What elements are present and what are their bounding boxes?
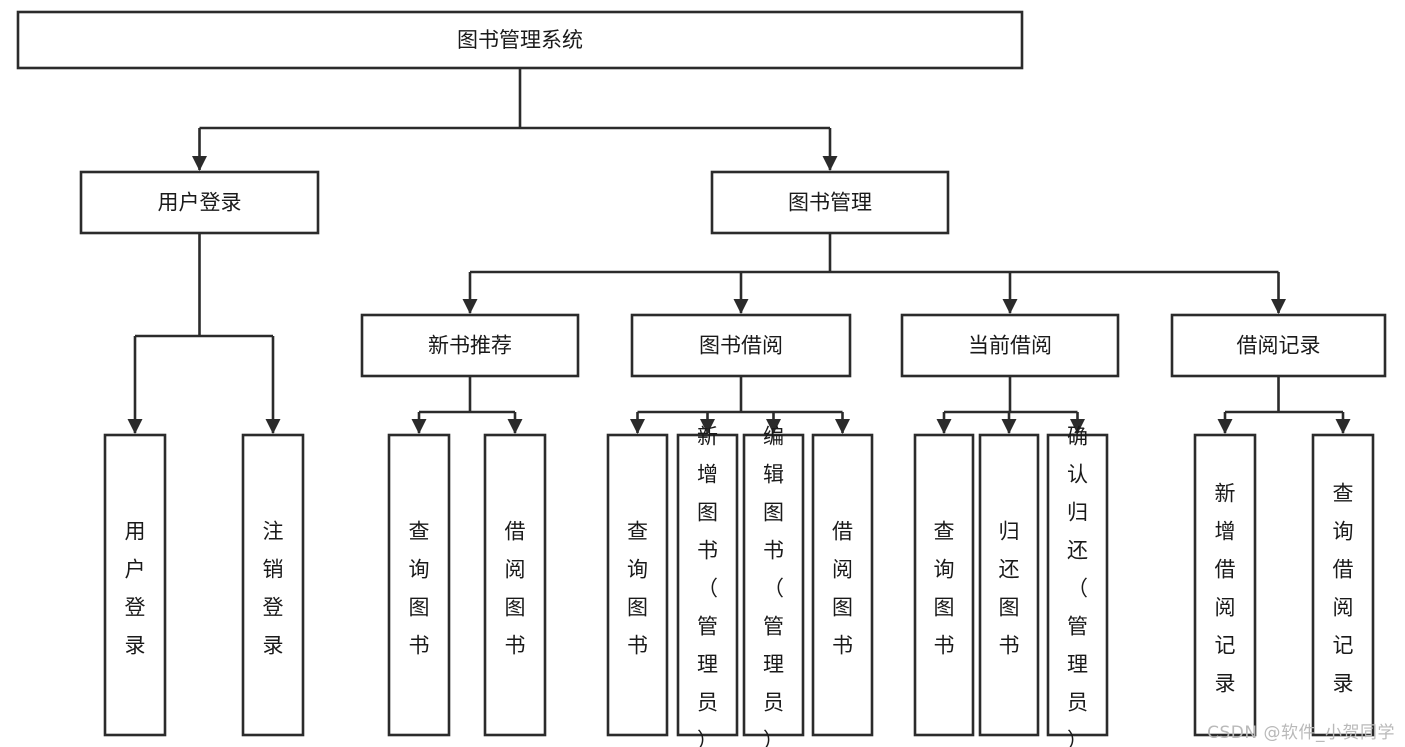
level3-node-1[interactable]: 图书借阅: [630, 313, 852, 378]
arrow-head-icon: [411, 419, 427, 434]
leaf-node-9-box: [978, 433, 1040, 737]
arrow-head-icon: [835, 419, 850, 434]
arrow-head-icon: [507, 419, 523, 434]
leaf-node-6[interactable]: 编辑图书（管理员）: [742, 425, 805, 747]
arrow-head-icon: [1271, 299, 1286, 314]
leaf-node-7[interactable]: 借阅图书: [811, 433, 874, 737]
leaf-node-2-label: 查询图书: [409, 520, 430, 658]
level3-node-2-label: 当前借阅: [968, 334, 1052, 358]
leaf-node-5-box: [676, 433, 739, 737]
leaf-node-1[interactable]: 注销登录: [241, 433, 305, 737]
level3-node-3[interactable]: 借阅记录: [1170, 313, 1387, 378]
arrow-head-icon: [733, 299, 749, 314]
leaf-node-7-label: 借阅图书: [832, 520, 853, 658]
leaf-node-11-label: 新增借阅记录: [1215, 482, 1236, 696]
root-node-box: [16, 10, 1024, 70]
level3-node-3-label: 借阅记录: [1237, 334, 1321, 358]
leaf-node-7-box: [811, 433, 874, 737]
arrow-head-icon: [1002, 299, 1018, 314]
arrow-head-icon: [192, 156, 207, 171]
leaf-node-0-label: 用户登录: [125, 520, 146, 658]
connectors-layer: [127, 68, 1351, 434]
leaf-node-4[interactable]: 查询图书: [606, 433, 669, 737]
leaf-node-3[interactable]: 借阅图书: [483, 433, 547, 737]
leaf-node-4-box: [606, 433, 669, 737]
root-node-label: 图书管理系统: [457, 28, 583, 52]
level2-node-0[interactable]: 用户登录: [79, 170, 320, 235]
leaf-node-10[interactable]: 确认归还（管理员）: [1046, 425, 1109, 747]
leaf-node-3-box: [483, 433, 547, 737]
level3-node-3-box: [1170, 313, 1387, 378]
leaf-node-8[interactable]: 查询图书: [913, 433, 975, 737]
level3-node-2[interactable]: 当前借阅: [900, 313, 1120, 378]
root-node[interactable]: 图书管理系统: [16, 10, 1024, 70]
leaf-node-5[interactable]: 新增图书（管理员）: [676, 425, 739, 747]
nodes-layer: 图书管理系统用户登录图书管理新书推荐图书借阅当前借阅借阅记录用户登录注销登录查询…: [16, 10, 1387, 747]
leaf-node-9[interactable]: 归还图书: [978, 433, 1040, 737]
leaf-node-0[interactable]: 用户登录: [103, 433, 167, 737]
arrow-head-icon: [127, 419, 143, 434]
level2-node-1-box: [710, 170, 950, 235]
leaf-node-12-box: [1311, 433, 1375, 737]
leaf-node-11[interactable]: 新增借阅记录: [1193, 433, 1257, 737]
leaf-node-2-box: [387, 433, 451, 737]
level2-node-1[interactable]: 图书管理: [710, 170, 950, 235]
leaf-node-1-label: 注销登录: [263, 520, 284, 658]
arrow-head-icon: [766, 419, 781, 434]
level3-node-0[interactable]: 新书推荐: [360, 313, 580, 378]
leaf-node-6-box: [742, 433, 805, 737]
leaf-node-12[interactable]: 查询借阅记录: [1311, 433, 1375, 737]
level2-node-0-box: [79, 170, 320, 235]
leaf-node-10-box: [1046, 433, 1109, 737]
leaf-node-0-box: [103, 433, 167, 737]
leaf-node-1-box: [241, 433, 305, 737]
leaf-node-11-box: [1193, 433, 1257, 737]
leaf-node-4-label: 查询图书: [627, 520, 648, 658]
leaf-node-9-label: 归还图书: [999, 520, 1020, 658]
arrow-head-icon: [700, 419, 715, 434]
level3-node-1-label: 图书借阅: [699, 334, 783, 358]
level3-node-0-box: [360, 313, 580, 378]
leaf-node-12-label: 查询借阅记录: [1333, 482, 1354, 696]
level3-node-1-box: [630, 313, 852, 378]
leaf-node-6-label: 编辑图书（管理员）: [763, 425, 784, 747]
arrow-head-icon: [462, 299, 478, 314]
level3-node-2-box: [900, 313, 1120, 378]
leaf-node-3-label: 借阅图书: [505, 520, 526, 658]
leaf-node-2[interactable]: 查询图书: [387, 433, 451, 737]
arrow-head-icon: [1217, 419, 1233, 434]
leaf-node-8-label: 查询图书: [934, 520, 955, 658]
arrow-head-icon: [1001, 419, 1017, 434]
arrow-head-icon: [265, 419, 281, 434]
arrow-head-icon: [630, 419, 645, 434]
arrow-head-icon: [1335, 419, 1351, 434]
level2-node-1-label: 图书管理: [788, 191, 872, 215]
level2-node-0-label: 用户登录: [158, 191, 242, 215]
level3-node-0-label: 新书推荐: [428, 334, 512, 358]
arrow-head-icon: [936, 419, 952, 434]
leaf-node-10-label: 确认归还（管理员）: [1067, 425, 1088, 747]
arrow-head-icon: [822, 156, 838, 171]
leaf-node-5-label: 新增图书（管理员）: [697, 425, 718, 747]
arrow-head-icon: [1070, 419, 1085, 434]
leaf-node-8-box: [913, 433, 975, 737]
